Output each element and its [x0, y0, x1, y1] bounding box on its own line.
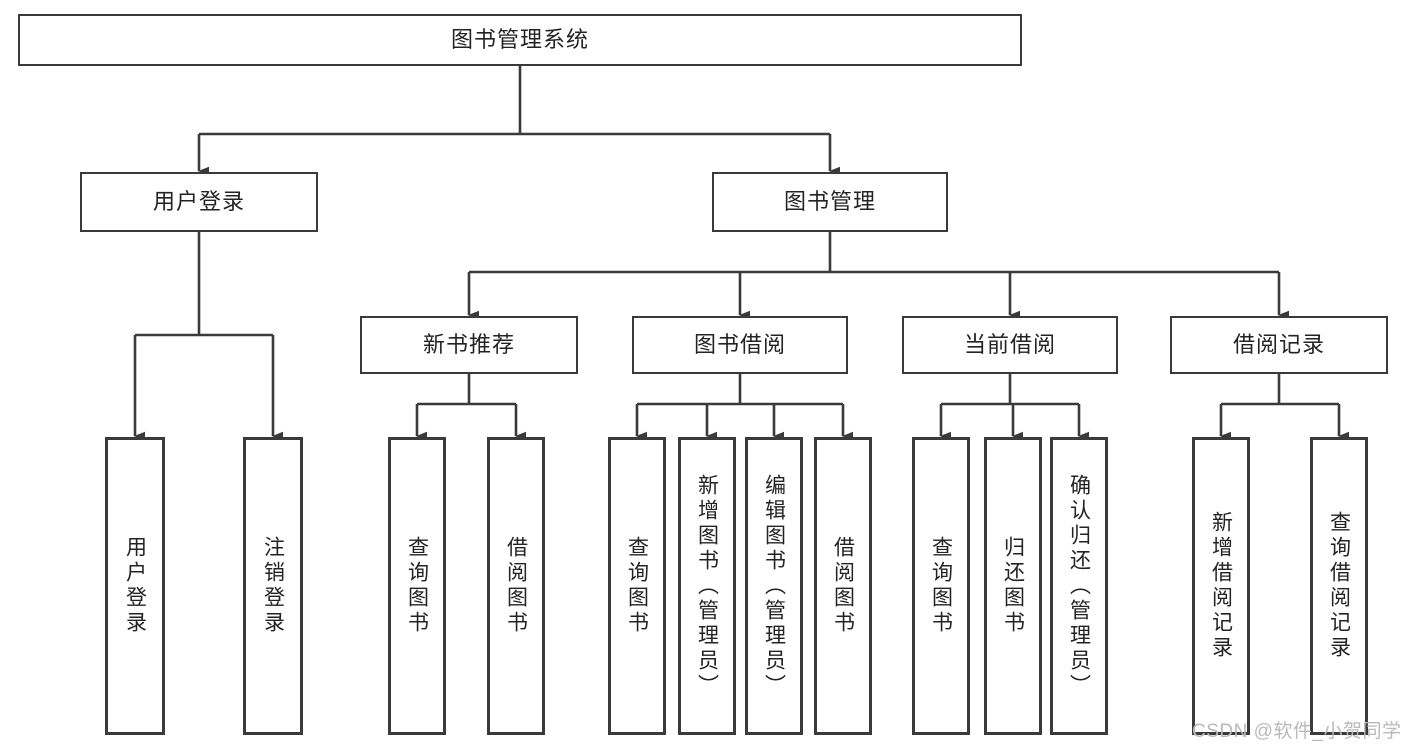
- node-current-borrow[interactable]: 当前借阅: [902, 316, 1118, 374]
- node-book-manage-label: 图书管理: [783, 189, 876, 215]
- node-book-manage[interactable]: 图书管理: [712, 172, 948, 232]
- node-leaf-confirm-return-admin[interactable]: 确认归还（管理员）: [1050, 437, 1108, 735]
- node-leaf-borrow-book-rec-label: 借阅图书: [504, 536, 528, 636]
- node-user-login[interactable]: 用户登录: [80, 172, 318, 232]
- node-root-label: 图书管理系统: [450, 27, 589, 53]
- node-leaf-query-book-borrow[interactable]: 查询图书: [608, 437, 666, 735]
- node-new-book-recommend[interactable]: 新书推荐: [360, 316, 578, 374]
- node-leaf-query-book-rec[interactable]: 查询图书: [388, 437, 446, 735]
- node-leaf-return-book[interactable]: 归还图书: [984, 437, 1042, 735]
- node-leaf-user-login[interactable]: 用户登录: [105, 437, 165, 735]
- node-leaf-query-book-rec-label: 查询图书: [405, 536, 429, 636]
- node-current-borrow-label: 当前借阅: [963, 332, 1056, 358]
- node-leaf-borrow-book-label: 借阅图书: [831, 536, 855, 636]
- node-leaf-edit-book-admin-label: 编辑图书（管理员）: [762, 473, 786, 699]
- node-leaf-borrow-book[interactable]: 借阅图书: [814, 437, 872, 735]
- node-leaf-query-book-borrow-label: 查询图书: [625, 536, 649, 636]
- node-borrow-record-label: 借阅记录: [1232, 332, 1325, 358]
- node-leaf-edit-book-admin[interactable]: 编辑图书（管理员）: [745, 437, 803, 735]
- node-borrow-record[interactable]: 借阅记录: [1170, 316, 1388, 374]
- node-leaf-query-borrow-record[interactable]: 查询借阅记录: [1310, 437, 1368, 735]
- node-leaf-add-book-admin-label: 新增图书（管理员）: [695, 473, 719, 699]
- node-leaf-query-book-cur[interactable]: 查询图书: [912, 437, 970, 735]
- node-book-borrow-label: 图书借阅: [693, 332, 786, 358]
- node-new-book-recommend-label: 新书推荐: [422, 332, 515, 358]
- node-leaf-user-login-label: 用户登录: [123, 536, 147, 636]
- node-leaf-add-book-admin[interactable]: 新增图书（管理员）: [678, 437, 736, 735]
- node-leaf-query-borrow-record-label: 查询借阅记录: [1327, 511, 1351, 661]
- node-root[interactable]: 图书管理系统: [18, 14, 1022, 66]
- node-leaf-confirm-return-admin-label: 确认归还（管理员）: [1067, 473, 1091, 699]
- node-leaf-logout-login-label: 注销登录: [261, 536, 285, 636]
- node-leaf-borrow-book-rec[interactable]: 借阅图书: [487, 437, 545, 735]
- node-leaf-add-borrow-record-label: 新增借阅记录: [1209, 511, 1233, 661]
- node-book-borrow[interactable]: 图书借阅: [632, 316, 848, 374]
- node-leaf-add-borrow-record[interactable]: 新增借阅记录: [1192, 437, 1250, 735]
- node-leaf-query-book-cur-label: 查询图书: [929, 536, 953, 636]
- node-leaf-return-book-label: 归还图书: [1001, 536, 1025, 636]
- node-user-login-label: 用户登录: [152, 189, 245, 215]
- node-leaf-logout-login[interactable]: 注销登录: [243, 437, 303, 735]
